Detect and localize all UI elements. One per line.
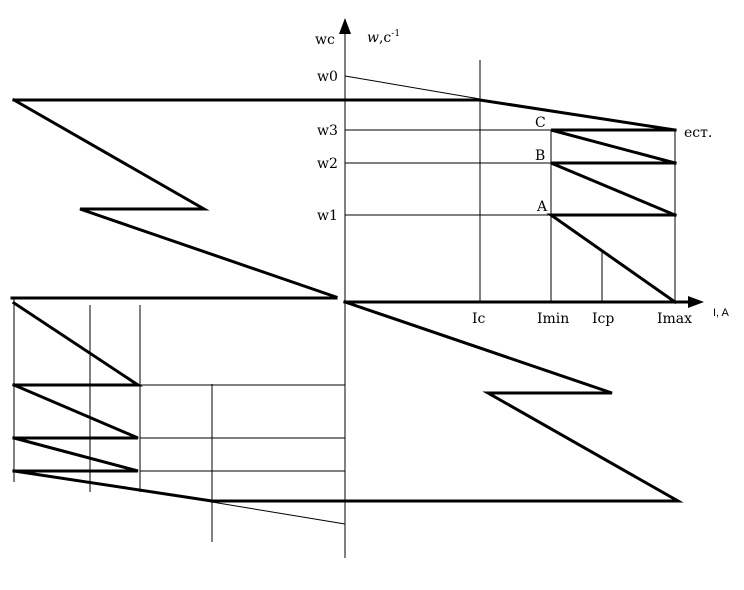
point-label-a: A	[536, 199, 548, 215]
tick-label-imax: Imax	[657, 311, 692, 327]
lower-stage-1	[11, 300, 143, 387]
x-axis-arrow-icon	[688, 296, 704, 308]
lower-stage-3	[12, 436, 139, 473]
y-axis-arrow-icon	[339, 18, 351, 34]
tick-label-icp: Icp	[592, 311, 614, 327]
point-label-c: C	[535, 115, 546, 131]
tick-label-w2: w2	[317, 156, 338, 172]
y-axis-label-left: wc	[315, 32, 335, 48]
reverse-zigzag-lower	[210, 300, 684, 503]
start-stage-a	[546, 213, 678, 305]
tick-label-w0: w0	[317, 69, 338, 85]
y-axis-label-right: w,c-1	[367, 29, 400, 46]
start-stage-c	[550, 128, 677, 165]
tick-label-imin: Imin	[537, 311, 569, 327]
braking-zigzag-upper	[11, 97, 338, 299]
tick-label-w1: w1	[317, 208, 338, 224]
bold-lines	[10, 97, 692, 503]
point-label-b: B	[535, 148, 545, 164]
w0-ideal-slope	[344, 75, 481, 100]
lower-stage-2	[12, 383, 139, 440]
tick-label-w3: w3	[317, 123, 338, 139]
lower-ideal-slope	[211, 501, 346, 525]
x-axis-label: I, A	[713, 307, 730, 319]
start-stage-b	[550, 161, 677, 217]
thin-lines	[13, 32, 676, 558]
natural-curve-label: ест.	[684, 125, 712, 141]
lower-stage-4	[12, 469, 214, 503]
natural-characteristic	[12, 98, 677, 132]
tick-label-ic: Ic	[472, 311, 486, 327]
